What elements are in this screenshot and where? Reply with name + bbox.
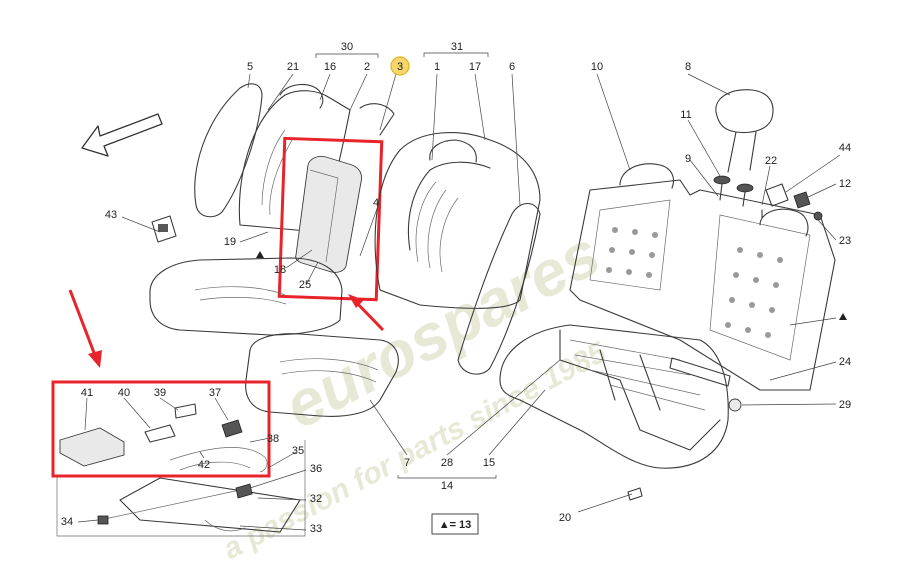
callout-35: 35 xyxy=(292,445,304,457)
seat-cushion-left xyxy=(149,257,399,417)
seat-cushion-frame xyxy=(499,324,729,469)
seat-back-right xyxy=(359,103,541,309)
callout-17: 17 xyxy=(469,61,481,73)
callout-29: 29 xyxy=(839,399,851,411)
callout-38: 38 xyxy=(267,433,279,445)
callout-labels: 5 21 30 16 2 3 31 1 17 6 10 8 11 9 22 44… xyxy=(61,41,851,535)
fasteners xyxy=(627,357,742,501)
inset-detail xyxy=(51,380,306,537)
callout-12: 12 xyxy=(839,178,851,190)
small-parts-right xyxy=(761,183,823,221)
callout-40: 40 xyxy=(118,387,130,399)
callout-34: 34 xyxy=(61,516,73,528)
callout-11: 11 xyxy=(680,109,691,121)
callout-7: 7 xyxy=(404,457,410,469)
callout-31: 31 xyxy=(451,41,463,53)
side-bolster-left xyxy=(194,83,263,218)
triangle-markers xyxy=(256,251,847,320)
group-brackets xyxy=(315,52,497,479)
callout-19: 19 xyxy=(224,236,236,248)
callout-25: 25 xyxy=(299,279,311,291)
callout-8: 8 xyxy=(685,61,691,73)
leader-lines xyxy=(77,73,841,531)
triangle-icon xyxy=(256,251,264,258)
legend-text: ▲= 13 xyxy=(439,519,472,531)
callout-28: 28 xyxy=(441,457,453,469)
bracket-43 xyxy=(151,215,177,243)
callout-44: 44 xyxy=(839,142,851,154)
callout-16: 16 xyxy=(324,61,336,73)
callout-36: 36 xyxy=(310,463,322,475)
center-armrest xyxy=(295,155,363,273)
callout-14: 14 xyxy=(441,480,453,492)
callout-18: 18 xyxy=(274,264,286,276)
callout-2: 2 xyxy=(364,61,370,73)
callout-1: 1 xyxy=(434,61,440,73)
headrest xyxy=(715,89,774,173)
callout-3: 3 xyxy=(397,61,403,73)
callout-22: 22 xyxy=(765,155,777,167)
callout-10: 10 xyxy=(591,61,603,73)
callout-43: 43 xyxy=(105,209,117,221)
callout-3-badge xyxy=(390,56,410,76)
callout-20: 20 xyxy=(559,512,571,524)
callout-15: 15 xyxy=(483,457,495,469)
callout-6: 6 xyxy=(509,61,515,73)
headrest-guides xyxy=(713,175,754,207)
callout-4: 4 xyxy=(373,197,379,209)
callout-37: 37 xyxy=(209,387,221,399)
callout-33: 33 xyxy=(310,523,322,535)
callout-9: 9 xyxy=(685,153,691,165)
highlight-arrows xyxy=(68,289,385,368)
seat-back-frame xyxy=(569,163,836,391)
highlight-frame-inset xyxy=(51,380,271,478)
callout-5: 5 xyxy=(247,61,253,73)
callout-24: 24 xyxy=(839,356,851,368)
callout-32: 32 xyxy=(310,493,322,505)
direction-arrow-icon xyxy=(81,113,163,157)
callout-21: 21 xyxy=(287,61,299,73)
callout-23: 23 xyxy=(839,235,851,247)
highlight-frame-armrest xyxy=(277,136,384,302)
callout-41: 41 xyxy=(81,387,93,399)
side-bolster-right xyxy=(457,202,541,375)
callout-30: 30 xyxy=(341,41,353,53)
callout-42: 42 xyxy=(198,459,210,471)
triangle-icon xyxy=(839,313,847,320)
legend: ▲= 13 xyxy=(431,513,479,535)
callout-39: 39 xyxy=(154,387,166,399)
